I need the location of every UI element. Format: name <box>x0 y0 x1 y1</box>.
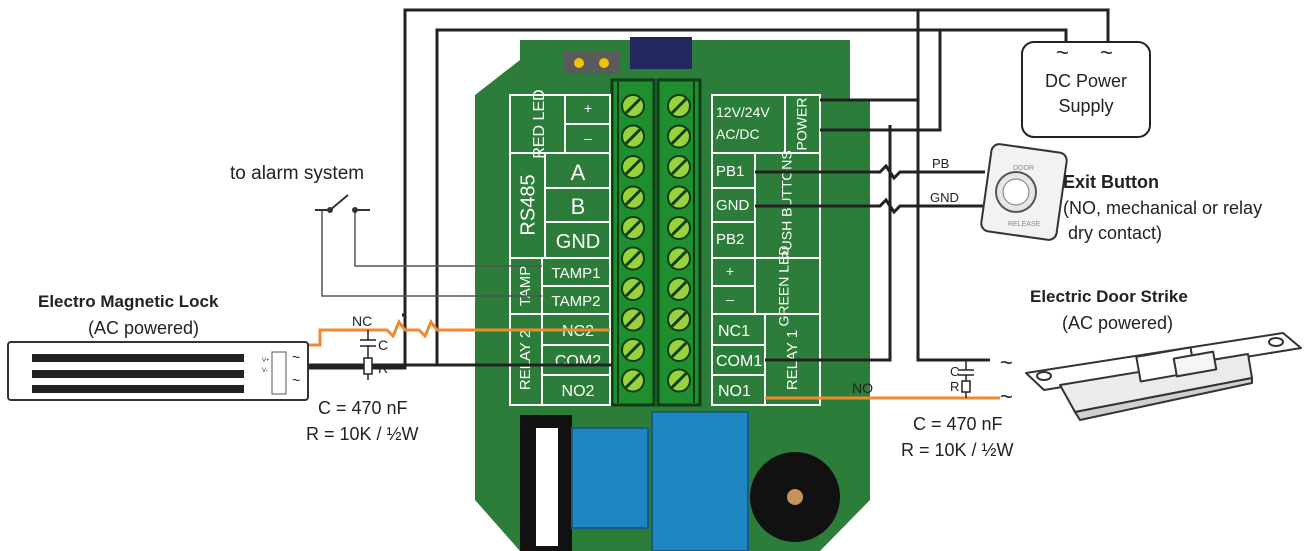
no2-label: NO2 <box>562 383 595 400</box>
green-led-plus: + <box>726 263 734 279</box>
screw-slot <box>670 372 688 389</box>
lock-v1: V+ <box>262 358 270 364</box>
screw-slot <box>624 280 642 298</box>
strike-title: Electric Door Strike <box>1030 287 1188 306</box>
exit-door-text: DOOR <box>1013 165 1034 172</box>
screw-slot <box>670 219 688 237</box>
relay2-label: RELAY 2 <box>517 330 534 390</box>
screw-slot <box>670 250 688 267</box>
tamp1-label: TAMP1 <box>552 265 601 282</box>
mag-lock: V+ V- ~ ~ <box>7 341 309 401</box>
mag-lock-title: Electro Magnetic Lock <box>38 292 219 311</box>
mag-lock-subtitle: (AC powered) <box>88 318 199 338</box>
screw-slot <box>624 372 642 389</box>
screw-slot <box>624 311 642 328</box>
com1-label: COM1 <box>716 353 762 370</box>
power-tilde-2: ~ <box>1100 40 1113 65</box>
alarm-switch <box>315 194 370 213</box>
right-c-label: C <box>950 364 959 379</box>
exit-line1: (NO, mechanical or relay <box>1063 198 1262 218</box>
red-led-plus: + <box>584 100 592 116</box>
green-led-minus: – <box>726 291 734 307</box>
left-snubber <box>360 330 376 380</box>
relay-large <box>651 411 749 551</box>
screw-slot <box>670 341 688 359</box>
exit-title: Exit Button <box>1063 172 1159 192</box>
power-voltage-line2: AC/DC <box>716 126 760 142</box>
screw-slot <box>624 219 642 237</box>
power-voltage-line1: 12V/24V <box>716 104 770 120</box>
top-connector <box>630 37 692 69</box>
lock-v2: V- <box>262 368 268 374</box>
power-line1: DC Power <box>1045 71 1127 91</box>
strike-tilde-2: ~ <box>1000 384 1013 409</box>
screw-slot <box>670 97 688 115</box>
screw-slot <box>670 158 688 176</box>
switch-slot <box>536 428 558 546</box>
tamper-wires <box>321 210 542 297</box>
nc1-label: NC1 <box>718 323 750 340</box>
screw-slot <box>670 311 688 328</box>
jumper-header <box>563 52 619 74</box>
exit-line2: dry contact) <box>1068 223 1162 243</box>
left-res-value: R = 10K / ½W <box>306 424 419 444</box>
power-label: POWER <box>794 98 810 151</box>
rs485-label: RS485 <box>517 174 539 235</box>
left-label-panel <box>509 94 611 406</box>
right-res-value: R = 10K / ½W <box>901 440 1014 460</box>
red-led-minus: – <box>584 130 592 146</box>
rs485-a: A <box>571 160 586 185</box>
alarm-label: to alarm system <box>230 163 364 184</box>
screw-slot <box>670 189 688 206</box>
relay-small <box>571 427 649 529</box>
screw-slot <box>670 280 688 298</box>
strike-subtitle: (AC powered) <box>1062 313 1173 333</box>
right-cap-value: C = 470 nF <box>913 414 1003 434</box>
pb1-label: PB1 <box>716 163 744 180</box>
jumper-pin <box>574 58 584 68</box>
door-strike <box>1025 332 1302 421</box>
strike-tilde-1: ~ <box>1000 350 1013 375</box>
tamp2-label: TAMP2 <box>552 293 601 310</box>
rs485-gnd: GND <box>556 231 600 253</box>
right-snubber <box>958 360 974 398</box>
exit-button: DOOR RELEASE <box>980 143 1068 241</box>
right-r-label: R <box>950 379 959 394</box>
gnd-label: GND <box>716 197 750 214</box>
screw-slot <box>624 189 642 206</box>
green-led-label: GREEN LED <box>776 246 792 327</box>
screw-slot <box>670 128 688 145</box>
no-wire-label: NO <box>852 380 873 396</box>
pb-wire-label: PB <box>932 156 949 171</box>
screw-slot <box>624 128 642 145</box>
buzzer-center <box>787 489 803 505</box>
rs485-b: B <box>571 194 586 219</box>
left-nc-label: NC <box>352 313 372 329</box>
gnd-wire-label: GND <box>930 190 959 205</box>
orange-wires <box>308 319 1000 400</box>
controller-board: RED LED + – RS485 A B GND TAMP TAMP1 TAM… <box>475 37 870 551</box>
pb2-label: PB2 <box>716 231 744 248</box>
power-tilde-1: ~ <box>1056 40 1069 65</box>
screw-slot <box>624 250 642 267</box>
power-supply <box>1021 41 1151 138</box>
lock-tilde-1: ~ <box>292 349 300 365</box>
left-c-label: C <box>378 337 388 353</box>
left-cap-value: C = 470 nF <box>318 398 408 418</box>
com2-label: COM2 <box>555 353 601 370</box>
tamp-label: TAMP <box>517 266 534 307</box>
lock-tilde-2: ~ <box>292 372 300 388</box>
power-line2: Supply <box>1058 96 1113 116</box>
jumper-pin <box>599 58 609 68</box>
exit-release-text: RELEASE <box>1008 221 1041 228</box>
black-wires <box>308 8 1110 370</box>
screw-slot <box>624 341 642 359</box>
no1-label: NO1 <box>718 383 751 400</box>
screw-slot <box>624 97 642 115</box>
screw-slot <box>624 158 642 176</box>
red-led-label: RED LED <box>531 89 548 158</box>
left-r-label: R <box>378 360 388 376</box>
